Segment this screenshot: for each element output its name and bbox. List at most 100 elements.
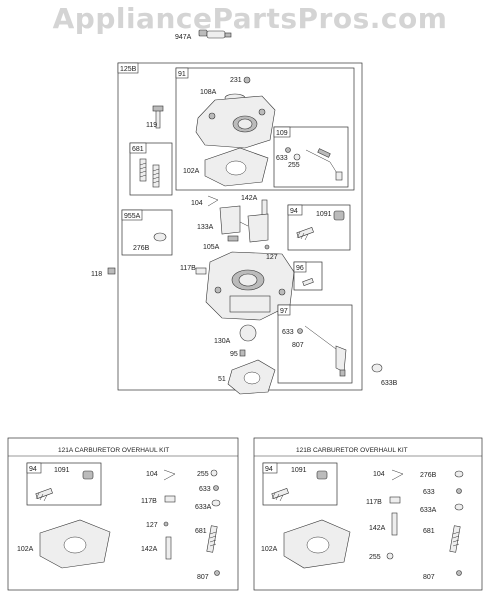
- label-51: 51: [218, 376, 226, 383]
- kit-b-part-102a[interactable]: 102A: [261, 519, 351, 569]
- svg-text:255: 255: [197, 471, 209, 478]
- kit-b-part-633[interactable]: 633: [423, 488, 462, 497]
- svg-text:807: 807: [292, 342, 304, 349]
- part-231[interactable]: 231: [230, 76, 251, 84]
- label-633b: 633B: [381, 380, 398, 387]
- kit-a-part-127[interactable]: 127: [146, 521, 169, 529]
- label-947a: 947A: [175, 34, 192, 41]
- part-130a[interactable]: 130A: [214, 324, 257, 345]
- label-119: 119: [146, 122, 157, 129]
- svg-text:102A: 102A: [261, 546, 278, 553]
- part-633b[interactable]: 633B: [371, 363, 398, 387]
- kit-a-part-142a[interactable]: 142A: [141, 536, 172, 560]
- kit-a-part-102a[interactable]: 102A: [17, 519, 111, 569]
- svg-text:94: 94: [265, 466, 273, 473]
- label-94: 94: [290, 208, 298, 215]
- part-97-throttle-shaft[interactable]: 633 807: [282, 325, 347, 377]
- label-130a: 130A: [214, 338, 231, 345]
- part-95[interactable]: 95: [230, 349, 246, 358]
- svg-text:681: 681: [423, 528, 435, 535]
- part-96-screw[interactable]: [302, 278, 314, 286]
- svg-text:117B: 117B: [141, 498, 157, 505]
- svg-text:142A: 142A: [141, 546, 158, 553]
- kit-b-frame: [253, 437, 483, 591]
- kit-b-title: 121B CARBURETOR OVERHAUL KIT: [296, 447, 408, 454]
- label-117b: 117B: [180, 265, 196, 272]
- svg-text:102A: 102A: [17, 546, 34, 553]
- part-1091[interactable]: 1091: [296, 210, 345, 241]
- label-125b: 125B: [120, 66, 137, 73]
- svg-text:807: 807: [197, 574, 209, 581]
- svg-text:117B: 117B: [366, 499, 382, 506]
- svg-text:255: 255: [369, 554, 381, 561]
- kit-b-part-104[interactable]: 104: [373, 469, 404, 481]
- svg-text:255: 255: [288, 162, 300, 169]
- kit-a-part-633a[interactable]: 633A: [195, 499, 221, 511]
- part-681-jets[interactable]: [139, 158, 160, 188]
- svg-text:276B: 276B: [133, 245, 150, 252]
- kit-a-frame: [7, 437, 239, 591]
- kit-b-part-276b[interactable]: 276B: [420, 470, 464, 479]
- kit-b-part-807[interactable]: 807: [423, 570, 462, 582]
- kit-a-part-255[interactable]: 255: [197, 469, 218, 478]
- kit-a-part-633[interactable]: 633: [199, 485, 219, 494]
- svg-text:1091: 1091: [291, 467, 307, 474]
- part-947a[interactable]: 947A: [175, 29, 232, 41]
- kit-a-part-681[interactable]: 681: [195, 525, 218, 553]
- svg-text:94: 94: [29, 466, 37, 473]
- kit-b-part-633a[interactable]: 633A: [420, 503, 464, 514]
- part-127[interactable]: 127: [264, 244, 278, 261]
- part-118[interactable]: 118: [91, 267, 116, 278]
- part-51-gasket[interactable]: 51: [218, 359, 276, 395]
- svg-text:681: 681: [195, 528, 207, 535]
- part-133a-float[interactable]: 133A: [197, 205, 269, 243]
- label-97: 97: [280, 308, 288, 315]
- carburetor-lower-body[interactable]: [205, 251, 295, 321]
- part-117b[interactable]: 117B: [180, 265, 207, 275]
- part-105a[interactable]: 105A: [203, 235, 239, 251]
- kit-a-part-1091[interactable]: 1091: [35, 467, 94, 502]
- box-97: [277, 304, 353, 384]
- svg-text:1091: 1091: [316, 211, 332, 218]
- kit-b-box-94: [262, 462, 338, 506]
- label-102a: 102A: [183, 168, 200, 175]
- label-681: 681: [132, 146, 144, 153]
- label-231: 231: [230, 77, 242, 84]
- part-104[interactable]: 104: [191, 195, 219, 207]
- part-119[interactable]: 119: [146, 105, 164, 129]
- label-108a: 108A: [200, 89, 217, 96]
- kit-b-part-681[interactable]: 681: [423, 525, 461, 553]
- carburetor-upper-body[interactable]: [195, 95, 276, 149]
- kit-b-part-1091[interactable]: 1091: [271, 467, 328, 502]
- kit-b-part-117b[interactable]: 117B: [366, 496, 401, 506]
- kit-b-part-255[interactable]: 255: [369, 552, 394, 561]
- kit-a-part-117b[interactable]: 117B: [141, 495, 176, 505]
- svg-text:127: 127: [146, 522, 158, 529]
- svg-text:807: 807: [423, 574, 435, 581]
- label-142a: 142A: [241, 195, 258, 202]
- part-276b[interactable]: 276B: [133, 232, 167, 252]
- box-94: [287, 204, 351, 251]
- kit-a-part-807[interactable]: 807: [197, 570, 220, 582]
- part-102a-gasket[interactable]: 102A: [183, 147, 269, 187]
- kit-b-part-142a[interactable]: 142A: [369, 512, 398, 536]
- box-91: [175, 67, 355, 191]
- svg-text:276B: 276B: [420, 472, 437, 479]
- box-109: [273, 126, 349, 188]
- label-96: 96: [296, 265, 304, 272]
- label-127: 127: [266, 254, 278, 261]
- label-104: 104: [191, 200, 203, 207]
- svg-text:633A: 633A: [420, 507, 437, 514]
- label-91: 91: [178, 71, 186, 78]
- svg-text:104: 104: [373, 471, 385, 478]
- box-96: [293, 261, 323, 291]
- label-95: 95: [230, 351, 238, 358]
- label-955a: 955A: [124, 213, 141, 220]
- svg-text:633: 633: [199, 486, 211, 493]
- svg-text:104: 104: [146, 471, 158, 478]
- kit-a-part-104[interactable]: 104: [146, 469, 176, 481]
- box-681: [129, 142, 173, 196]
- kit-a-box-94: [26, 462, 102, 506]
- part-109-linkage[interactable]: 633 255: [276, 147, 343, 181]
